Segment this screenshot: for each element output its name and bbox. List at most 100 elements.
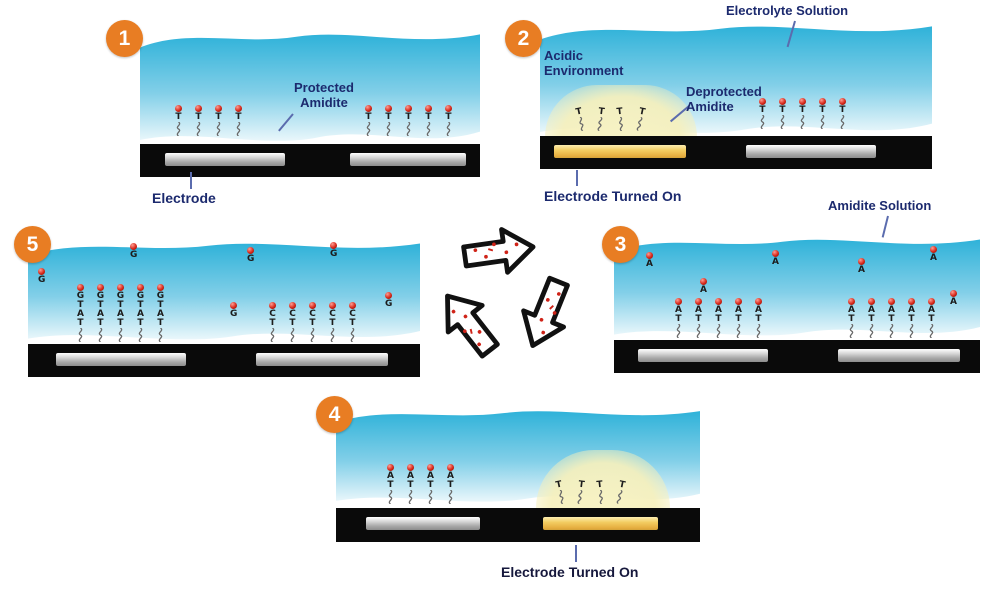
- dna-strand: T: [756, 98, 769, 129]
- protecting-group-dot: [735, 298, 742, 305]
- base-letter: T: [759, 105, 766, 115]
- step-3-badge: 3: [602, 226, 639, 263]
- dna-strand: T: [836, 98, 849, 129]
- base-letter: T: [735, 314, 742, 324]
- protecting-group-dot: [195, 105, 202, 112]
- protecting-group-dot: [175, 105, 182, 112]
- base-letter: G: [385, 299, 393, 309]
- free-amidite: A: [646, 252, 653, 269]
- base-letter: T: [695, 314, 702, 324]
- dna-strand: T: [362, 105, 375, 136]
- base-letter: T: [427, 480, 434, 490]
- protecting-group-dot: [247, 247, 255, 254]
- free-amidite: G: [38, 268, 45, 285]
- base-letter: A: [755, 305, 762, 315]
- pointer-line: [190, 172, 192, 189]
- base-letter: T: [117, 318, 124, 328]
- base-letter: A: [930, 253, 937, 263]
- base-letter: T: [195, 112, 202, 122]
- base-letter: T: [799, 105, 806, 115]
- base-letter: T: [407, 480, 414, 490]
- base-letter: T: [117, 300, 124, 310]
- base-letter: T: [289, 318, 296, 328]
- deprotected-amidite-label: Deprotected Amidite: [686, 84, 762, 115]
- step-5-badge: 5: [14, 226, 51, 263]
- free-amidite: A: [950, 290, 957, 307]
- protecting-group-dot: [950, 290, 957, 297]
- protected-amidite-label: Protected Amidite: [294, 80, 354, 111]
- electrode: [350, 153, 466, 166]
- dna-strand: T: [613, 107, 628, 132]
- protecting-group-dot: [387, 464, 394, 471]
- chip-base: [140, 144, 480, 177]
- base-letter: T: [447, 480, 454, 490]
- base-letter: T: [908, 314, 915, 324]
- base-letter: G: [136, 291, 145, 301]
- protecting-group-dot: [157, 284, 164, 291]
- base-letter: A: [735, 305, 742, 315]
- electrode: [366, 517, 480, 530]
- base-letter: T: [425, 112, 432, 122]
- protecting-group-dot: [447, 464, 454, 471]
- base-letter: T: [77, 318, 84, 328]
- free-amidite: G: [230, 302, 237, 319]
- protecting-group-dot: [868, 298, 875, 305]
- protecting-group-dot: [230, 302, 238, 309]
- base-letter: T: [848, 314, 855, 324]
- base-letter: T: [839, 105, 846, 115]
- base-letter: A: [950, 297, 957, 307]
- base-letter: T: [349, 318, 356, 328]
- amidite-solution-water: [28, 236, 420, 344]
- electrode: [746, 145, 876, 158]
- protecting-group-dot: [235, 105, 242, 112]
- protecting-group-dot: [309, 302, 316, 309]
- base-letter: G: [116, 291, 125, 301]
- protecting-group-dot: [839, 98, 846, 105]
- protecting-group-dot: [695, 298, 702, 305]
- base-letter: T: [819, 105, 826, 115]
- protecting-group-dot: [269, 302, 276, 309]
- protecting-group-dot: [130, 243, 138, 250]
- protecting-group-dot: [819, 98, 826, 105]
- protecting-group-dot: [700, 278, 707, 285]
- base-letter: A: [387, 471, 394, 481]
- base-letter: A: [646, 259, 653, 269]
- base-letter: A: [157, 309, 164, 319]
- protecting-group-dot: [365, 105, 372, 112]
- base-letter: T: [755, 314, 762, 324]
- electrolyte-water: [140, 26, 480, 146]
- dna-strand: T: [816, 98, 829, 129]
- step-4-badge: 4: [316, 396, 353, 433]
- base-letter: G: [247, 254, 255, 264]
- step-2-badge: 2: [505, 20, 542, 57]
- protecting-group-dot: [405, 105, 412, 112]
- chip-base: [614, 340, 980, 373]
- electrode-turned-on-label: Electrode Turned On: [544, 188, 682, 204]
- electrode: [165, 153, 285, 166]
- protecting-group-dot: [930, 246, 937, 253]
- base-letter: T: [137, 300, 144, 310]
- protecting-group-dot: [799, 98, 806, 105]
- protecting-group-dot: [779, 98, 786, 105]
- protecting-group-dot: [137, 284, 144, 291]
- base-letter: T: [97, 300, 104, 310]
- base-letter: T: [779, 105, 786, 115]
- protecting-group-dot: [349, 302, 356, 309]
- base-letter: A: [447, 471, 454, 481]
- electrolyte-solution-label: Electrolyte Solution: [726, 3, 849, 18]
